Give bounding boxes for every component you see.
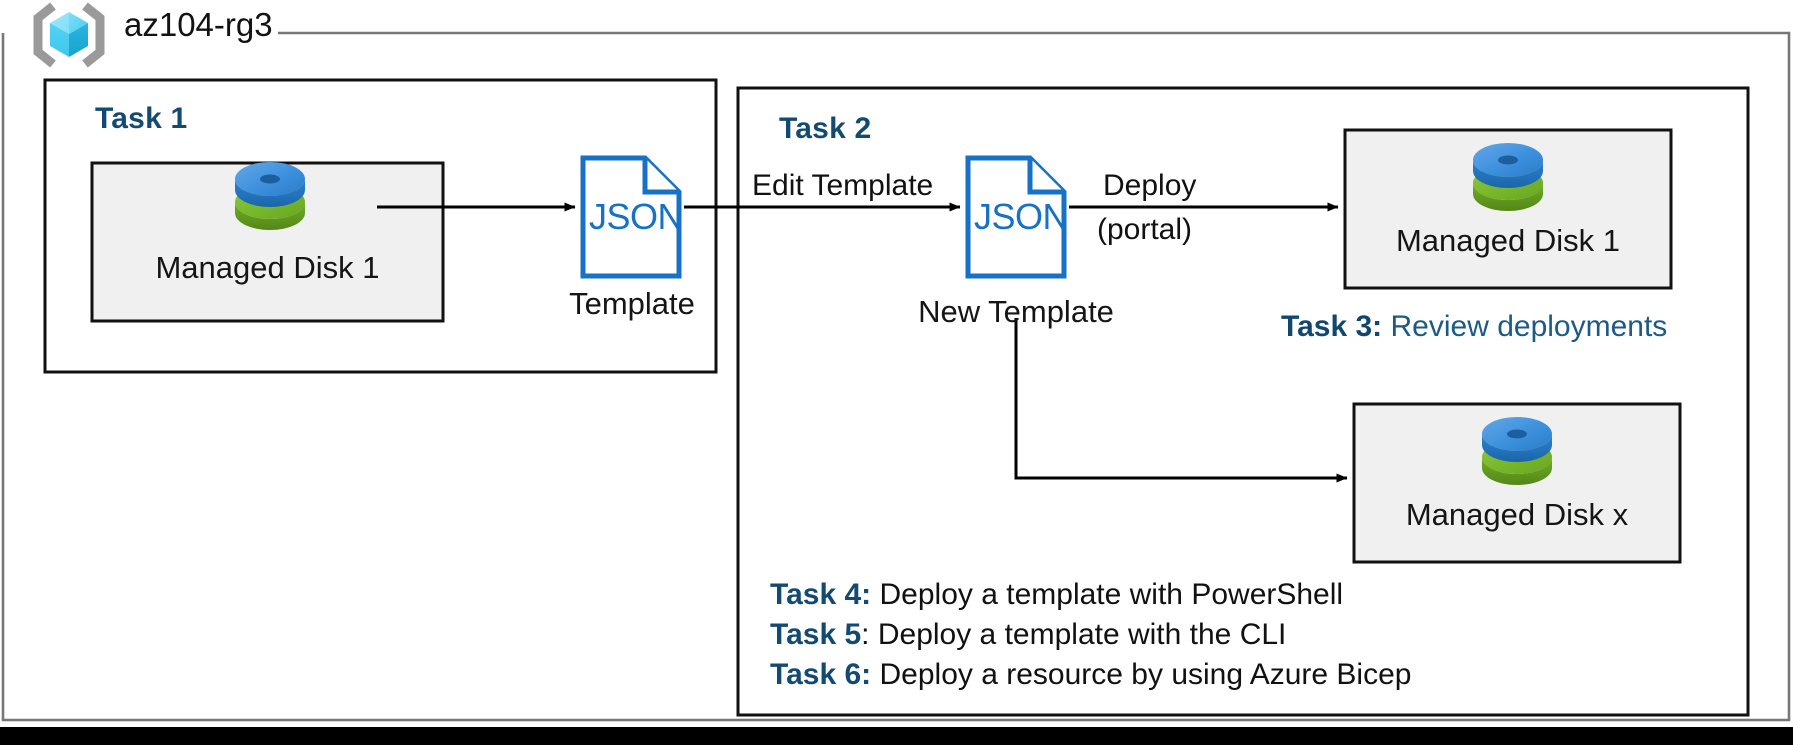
task2-box	[736, 86, 1750, 717]
template-json-file-icon	[580, 155, 682, 279]
task-list-item: Task 6: Deploy a resource by using Azure…	[770, 655, 1411, 695]
new-template-json-file-icon	[965, 155, 1067, 279]
task5-label: Task 5	[770, 618, 862, 651]
deploy-edge-label-line1: Deploy	[1103, 169, 1197, 202]
task-list-item: Task 4: Deploy a template with PowerShel…	[770, 575, 1411, 615]
task-list: Task 4: Deploy a template with PowerShel…	[770, 575, 1411, 695]
task2-managed-disk-1-label: Managed Disk 1	[1395, 223, 1620, 258]
connector-new-template-to-diskx	[1014, 318, 1348, 483]
managed-disk-icon	[1473, 143, 1543, 211]
deploy-edge-label-line2: (portal)	[1097, 213, 1193, 246]
template-json-label: JSON	[589, 196, 684, 237]
task-list-item: Task 5: Deploy a template with the CLI	[770, 615, 1411, 655]
task6-text: Deploy a resource by using Azure Bicep	[871, 658, 1412, 691]
task3-text: Review deployments	[1382, 310, 1668, 343]
task4-label: Task 4:	[770, 578, 872, 611]
new-template-caption: New Template	[918, 294, 1114, 329]
task1-managed-disk-label: Managed Disk 1	[155, 250, 380, 285]
resource-group-frame	[1, 31, 1791, 722]
new-template-json-label: JSON	[974, 196, 1069, 237]
task4-text: Deploy a template with PowerShell	[871, 578, 1344, 611]
task1-box	[43, 78, 718, 374]
azure-resource-group-icon	[33, 2, 105, 68]
task6-label: Task 6:	[770, 658, 872, 691]
bottom-bar	[0, 727, 1793, 745]
task1-heading: Task 1	[95, 102, 188, 135]
task3-label: Task 3:	[1281, 310, 1383, 343]
task5-text: : Deploy a template with the CLI	[861, 618, 1287, 651]
task3-line: Task 3: Review deployments	[1281, 310, 1667, 344]
task2-heading: Task 2	[779, 112, 872, 145]
managed-disk-icon	[235, 162, 305, 230]
task2-managed-disk-x-label: Managed Disk x	[1405, 497, 1629, 532]
resource-group-title: az104-rg3	[124, 6, 273, 43]
managed-disk-icon	[1482, 417, 1552, 485]
template-caption: Template	[569, 286, 695, 321]
edit-template-edge-label: Edit Template	[752, 169, 934, 202]
